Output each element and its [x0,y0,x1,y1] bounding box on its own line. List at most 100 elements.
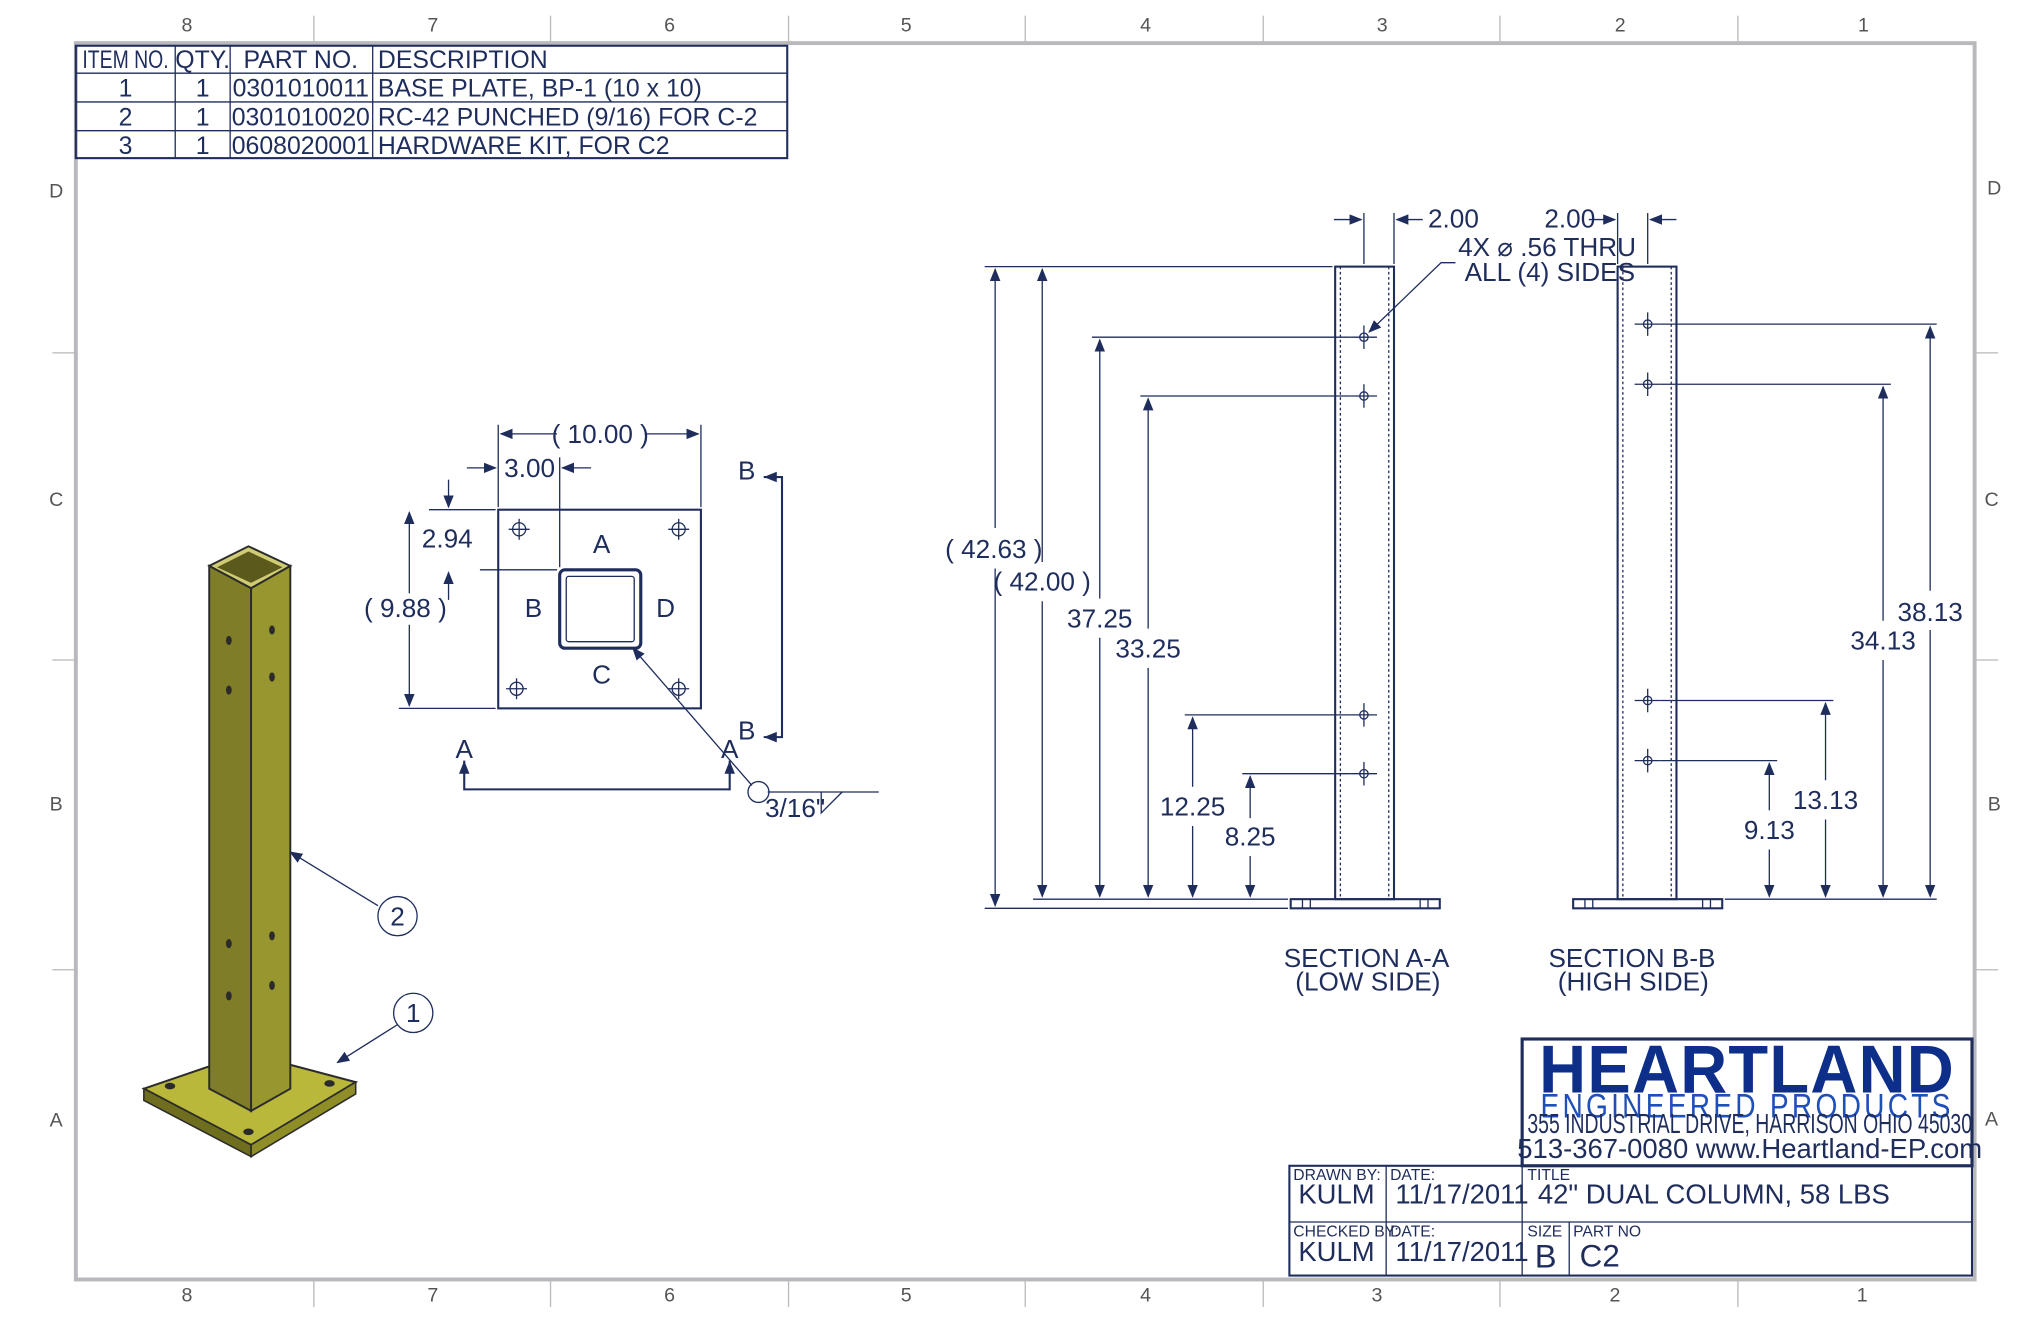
plate-outline [497,508,702,710]
checked-date-value: 11/17/2011 [1395,1236,1528,1267]
bom-cell: 0608020001 [232,133,370,160]
balloon-item-1: 1 [336,992,434,1064]
bom-header-qty: QTY. [175,47,230,74]
drawn-date-value: 11/17/2011 [1395,1179,1528,1210]
bom-cell: 2 [119,104,133,131]
section-b-dim-h3: 13.13 [1793,785,1858,815]
zone-row-a-left: A [50,1110,64,1132]
section-a-a-view: 2.00 4X ⌀ .56 THRU ALL (4) SIDES ( 42.63… [945,203,1636,996]
zone-row-d-right: D [1987,178,2001,200]
hole-note-line1: 4X ⌀ .56 THRU [1458,232,1636,262]
drawn-date-label: DATE: [1390,1167,1435,1184]
section-marker-b-top: B [738,456,755,486]
zone-col-3-top: 3 [1377,14,1388,36]
drawn-by-label: DRAWN BY: [1293,1167,1380,1184]
balloon-1-label: 1 [406,998,421,1028]
zone-row-b-left: B [50,793,63,815]
sheet-size-value: B [1535,1238,1557,1275]
section-a-dim-column: ( 42.00 ) [994,567,1091,597]
bom-cell: 3 [119,133,133,160]
zone-col-1-bottom: 1 [1857,1285,1868,1307]
section-b-dim-h2: 34.13 [1850,626,1915,656]
dim-offset: 3.00 [504,453,555,483]
section-b-dim-h1: 38.13 [1897,597,1962,627]
bom-table: ITEM NO. QTY. PART NO. DESCRIPTION 1 1 0… [74,44,789,160]
section-a-dim-h3: 12.25 [1160,792,1225,822]
bom-cell: HARDWARE KIT, FOR C2 [378,133,670,160]
checked-by-label: CHECKED BY: [1293,1223,1398,1240]
bom-header-part: PART NO. [243,47,358,74]
section-marker-a-left: A [456,734,474,764]
zone-col-5-bottom: 5 [901,1285,912,1307]
face-label-a: A [593,529,611,559]
column-outer [558,568,643,650]
zone-col-1-top: 1 [1858,14,1869,36]
zone-col-4-top: 4 [1140,14,1151,36]
section-marker-b-bottom: B [738,716,755,746]
zone-row-d-left: D [49,180,63,202]
zone-col-3-bottom: 3 [1372,1285,1383,1307]
zone-col-2-bottom: 2 [1610,1285,1621,1307]
bom-cell: RC-42 PUNCHED (9/16) FOR C-2 [378,104,758,131]
dim-edge: 2.94 [422,524,473,554]
iso-column-left-face [208,564,253,1113]
zone-col-7-top: 7 [427,14,438,36]
zone-row-a-right: A [1985,1108,1999,1130]
title-label: TITLE [1527,1167,1570,1184]
part-no-value: C2 [1580,1238,1620,1273]
section-b-base-plate [1572,898,1724,910]
section-a-column [1334,265,1396,901]
title-block: HEARTLAND ENGINEERED PRODUCTS 355 INDUST… [1288,1032,1982,1277]
section-a-dim-h4: 8.25 [1225,822,1276,852]
zone-col-4-bottom: 4 [1140,1285,1151,1307]
bom-cell: 1 [196,104,210,131]
plate-top-view: A B D C ( 10.00 ) 3.00 2.94 ( 9.88 ) A A [364,419,879,823]
dim-plate-height: ( 9.88 ) [364,593,447,623]
section-a-dim-h2: 33.25 [1115,633,1180,663]
face-label-d: D [656,593,675,623]
iso-base-plate-side [250,1080,357,1159]
bom-header-item: ITEM NO. [82,47,168,74]
section-b-column [1616,265,1678,901]
bom-cell: 1 [196,76,210,103]
balloon-2-label: 2 [390,901,405,931]
section-a-dim-overall: ( 42.63 ) [945,534,1042,564]
zone-col-6-top: 6 [664,14,675,36]
section-a-subcaption: (LOW SIDE) [1295,967,1440,997]
zone-ticks [52,15,1999,1307]
weld-symbol-size: 3/16" [765,793,825,823]
zone-col-6-bottom: 6 [664,1285,675,1307]
iso-column-right-face [250,564,292,1113]
zone-row-c-left: C [49,489,63,511]
section-a-caption: SECTION A-A [1284,943,1450,973]
company-contact: 513-367-0080 www.Heartland-EP.com [1517,1133,1982,1164]
zone-row-c-right: C [1985,489,1999,511]
section-b-subcaption: (HIGH SIDE) [1558,967,1709,997]
section-a-dim-h1: 37.25 [1067,603,1132,633]
part-no-label: PART NO [1573,1223,1641,1240]
section-marker-a-right: A [721,734,739,764]
size-label: SIZE [1527,1223,1562,1240]
zone-col-5-top: 5 [901,14,912,36]
column-inner [565,575,635,643]
section-a-dim-width: 2.00 [1428,203,1479,233]
bom-cell: 0301010011 [233,76,369,103]
checked-date-label: DATE: [1390,1223,1435,1240]
company-logo: HEARTLAND [1539,1032,1955,1108]
face-label-c: C [592,660,611,690]
dim-plate-width: ( 10.00 ) [552,419,649,449]
zone-col-8-top: 8 [182,14,193,36]
bom-cell: 1 [196,133,210,160]
balloon-item-2: 2 [289,851,418,937]
bom-cell: 0301010020 [232,104,370,131]
section-b-caption: SECTION B-B [1549,943,1716,973]
zone-row-b-right: B [1988,793,2001,815]
checked-by-value: KULM [1298,1236,1374,1267]
zone-col-8-bottom: 8 [182,1285,193,1307]
hole-note-line2: ALL (4) SIDES [1465,257,1635,287]
zone-col-2-top: 2 [1615,14,1626,36]
face-label-b: B [525,593,542,623]
bom-cell: 1 [119,76,133,103]
section-b-b-view: 2.00 38.13 34.13 13.13 9.13 SECTION B-B … [1544,203,1962,996]
